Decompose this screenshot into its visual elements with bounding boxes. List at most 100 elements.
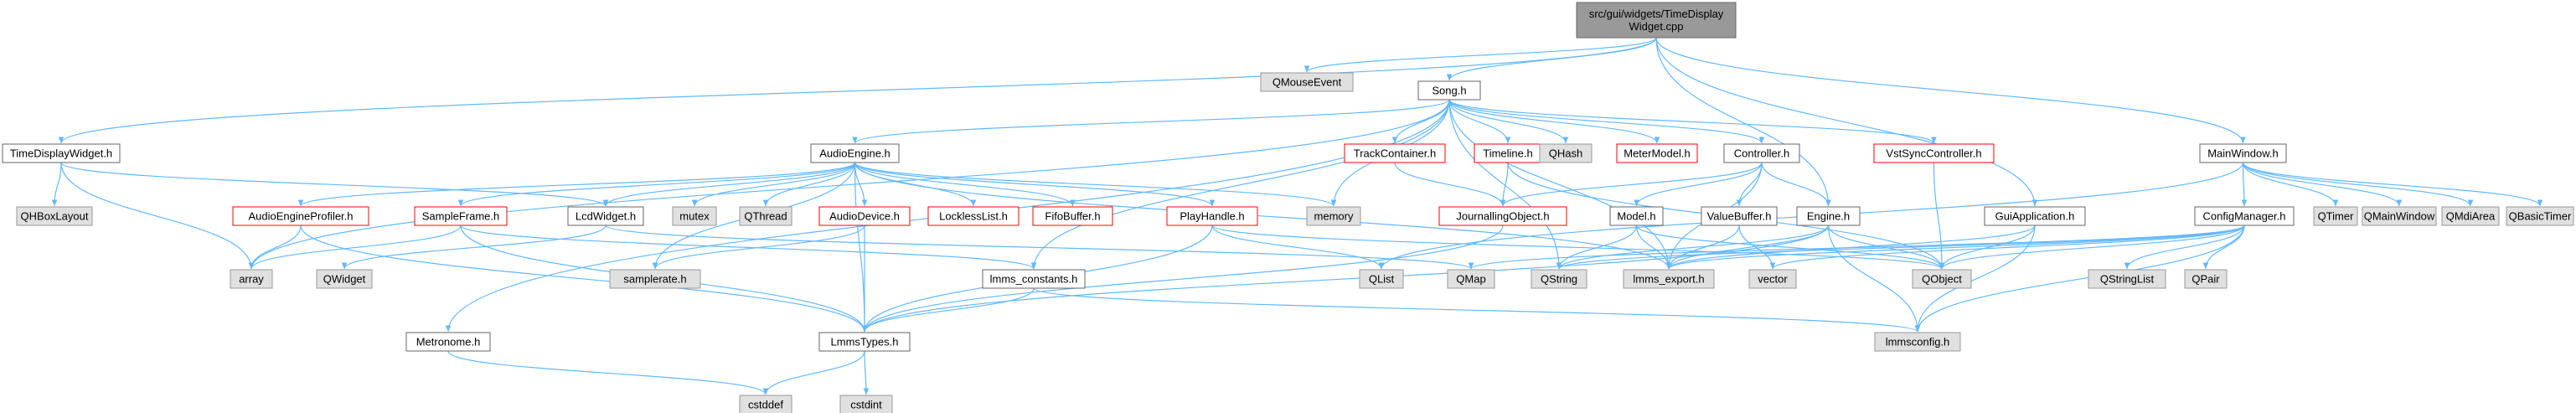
edge-controller-to-valuebuffer (1736, 162, 1763, 207)
edge-timedisplaywidget-to-qhboxlayout (51, 162, 62, 207)
node-cstdint[interactable]: cstdint (839, 395, 893, 413)
edge-root-to-engine (1655, 37, 1831, 207)
node-qwidget[interactable]: QWidget (316, 269, 373, 289)
node-qlist[interactable]: QList (1359, 269, 1404, 289)
edge-audioengine-to-sampleframe (457, 162, 856, 207)
node-array[interactable]: array (230, 269, 273, 289)
node-journallingobject[interactable]: JournallingObject.h (1438, 206, 1567, 226)
node-lmmstypes[interactable]: LmmsTypes.h (818, 332, 911, 352)
node-root-box (1576, 2, 1737, 39)
node-qlist-label: QList (1369, 273, 1395, 286)
node-guiapplication[interactable]: GuiApplication.h (1984, 206, 2086, 226)
node-lmmsconfig[interactable]: lmmsconfig.h (1874, 332, 1961, 352)
node-timeline[interactable]: Timeline.h (1474, 143, 1542, 163)
node-cstddef[interactable]: cstddef (739, 395, 792, 413)
node-locklesslist-label: LocklessList.h (939, 210, 1008, 223)
edge-guiapplication-to-qobject (1938, 225, 2036, 270)
node-lcdwidget[interactable]: LcdWidget.h (567, 206, 644, 226)
edge-model-to-qobject (1635, 225, 1945, 270)
node-qpair-box (2184, 269, 2228, 289)
node-sampleframe[interactable]: SampleFrame.h (414, 206, 508, 226)
edge-mainwindow-to-qmainwindow (2242, 162, 2403, 207)
node-cstdint-box (839, 395, 893, 413)
node-qmainwindow-box (2362, 206, 2437, 226)
edge-song-to-controller (1448, 99, 1765, 144)
node-mainwindow[interactable]: MainWindow.h (2199, 143, 2287, 163)
node-audioengine[interactable]: AudioEngine.h (810, 143, 900, 163)
node-qtimer[interactable]: QTimer (2313, 206, 2358, 226)
node-qstringlist-label: QStringList (2100, 273, 2155, 286)
node-qthread[interactable]: QThread (739, 206, 792, 226)
node-qhash[interactable]: QHash (1539, 143, 1593, 163)
edge-root-to-qmouseevent (1303, 37, 1657, 73)
node-model[interactable]: Model.h (1609, 206, 1664, 226)
node-memory[interactable]: memory (1306, 206, 1361, 226)
edge-controller-to-engine (1761, 162, 1831, 207)
node-configmanager[interactable]: ConfigManager.h (2194, 206, 2295, 226)
node-qstringlist[interactable]: QStringList (2088, 269, 2166, 289)
node-metronome[interactable]: Metronome.h (405, 332, 491, 352)
edge-song-to-lmmsconstants (1030, 99, 1450, 270)
node-qbasictimer[interactable]: QBasicTimer (2506, 206, 2574, 226)
node-audiodevice-box (818, 206, 911, 226)
node-qmainwindow[interactable]: QMainWindow (2362, 206, 2437, 226)
node-fifobuffer-label: FifoBuffer.h (1045, 210, 1100, 223)
node-controller[interactable]: Controller.h (1723, 143, 1800, 163)
node-mainwindow-box (2199, 143, 2287, 163)
edge-trackcontainer-to-journallingobject (1394, 162, 1506, 207)
node-trackcontainer[interactable]: TrackContainer.h (1344, 143, 1446, 163)
node-vstsynccontroller[interactable]: VstSyncController.h (1873, 143, 1995, 163)
node-qmap[interactable]: QMap (1447, 269, 1495, 289)
node-qpair[interactable]: QPair (2184, 269, 2228, 289)
node-qmouseevent[interactable]: QMouseEvent (1260, 72, 1354, 92)
node-qstring[interactable]: QString (1531, 269, 1587, 289)
node-playhandle[interactable]: PlayHandle.h (1166, 206, 1258, 226)
node-memory-box (1306, 206, 1361, 226)
node-qmdiarea[interactable]: QMdiArea (2441, 206, 2500, 226)
node-root-label: src/gui/widgets/TimeDisplay (1589, 8, 1724, 20)
node-lmmsexport[interactable]: lmms_export.h (1623, 269, 1715, 289)
node-qhboxlayout[interactable]: QHBoxLayout (16, 206, 93, 226)
edge-controller-to-model (1634, 162, 1763, 207)
node-audioengineprofiler-label: AudioEngineProfiler.h (248, 210, 353, 223)
node-vector-label: vector (1758, 273, 1788, 286)
edge-song-to-array (248, 99, 1450, 270)
node-qmouseevent-box (1260, 72, 1354, 92)
node-mutex-box (672, 206, 717, 226)
node-audiodevice[interactable]: AudioDevice.h (818, 206, 911, 226)
node-root[interactable]: src/gui/widgets/TimeDisplayWidget.cpp (1576, 2, 1737, 39)
node-engine[interactable]: Engine.h (1796, 206, 1861, 226)
node-qmap-label: QMap (1456, 273, 1485, 286)
node-root-label: Widget.cpp (1629, 20, 1683, 33)
node-qmainwindow-label: QMainWindow (2364, 210, 2435, 223)
node-song-label: Song.h (1432, 85, 1466, 97)
node-lmmsconfig-box (1874, 332, 1961, 352)
node-timedisplaywidget[interactable]: TimeDisplayWidget.h (2, 143, 121, 163)
edge-audioengine-to-memory (854, 162, 1337, 207)
node-locklesslist-box (927, 206, 1020, 226)
edge-song-to-qstring (1448, 99, 1562, 270)
node-locklesslist[interactable]: LocklessList.h (927, 206, 1020, 226)
node-mutex[interactable]: mutex (672, 206, 717, 226)
node-array-label: array (239, 273, 264, 286)
edge-playhandle-to-qobject (1211, 225, 1945, 270)
node-metermodel-label: MeterModel.h (1624, 147, 1690, 160)
node-song[interactable]: Song.h (1417, 80, 1481, 101)
node-fifobuffer[interactable]: FifoBuffer.h (1032, 206, 1113, 226)
edge-mainwindow-to-qmdiarea (2242, 162, 2474, 207)
node-playhandle-label: PlayHandle.h (1180, 210, 1244, 223)
node-lmmsexport-label: lmms_export.h (1633, 273, 1704, 286)
node-lmmsconstants-label: lmms_constants.h (990, 273, 1078, 286)
node-metronome-box (405, 332, 491, 352)
node-metermodel[interactable]: MeterModel.h (1616, 143, 1698, 163)
edge-audioengine-to-lcdwidget (602, 162, 856, 207)
node-vector[interactable]: vector (1748, 269, 1797, 289)
node-samplerate-label: samplerate.h (623, 273, 686, 286)
edge-song-to-timeline (1448, 99, 1511, 144)
node-audioengineprofiler[interactable]: AudioEngineProfiler.h (232, 206, 369, 226)
node-valuebuffer[interactable]: ValueBuffer.h (1701, 206, 1778, 226)
node-qobject[interactable]: QObject (1912, 269, 1972, 289)
node-lmmsconstants[interactable]: lmms_constants.h (982, 269, 1086, 289)
node-samplerate[interactable]: samplerate.h (609, 269, 701, 289)
